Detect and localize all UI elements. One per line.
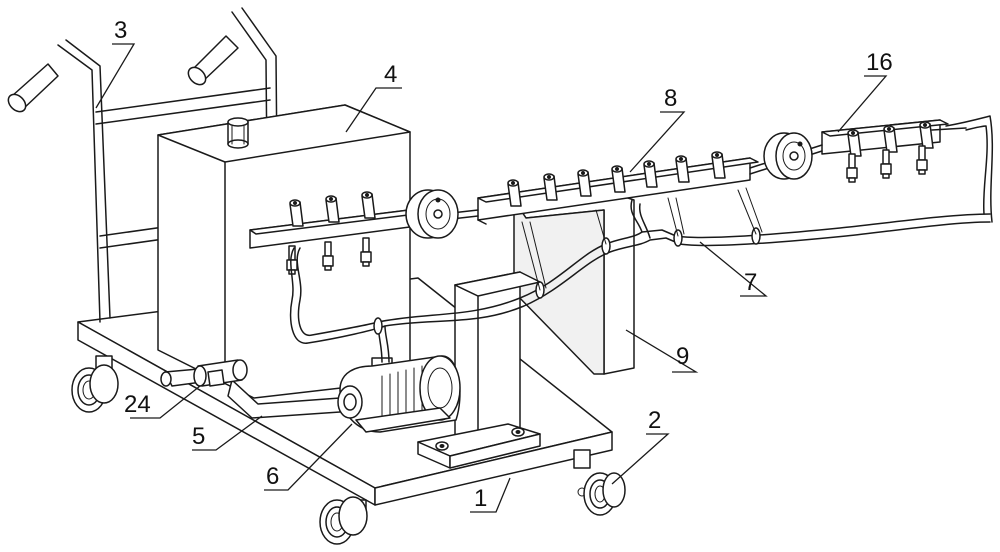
push-handle-frame (7, 7, 279, 323)
leader-4 (345, 87, 402, 133)
callout-2: 2 (648, 407, 661, 434)
nozzle (325, 195, 340, 223)
hinge-pulley-left (405, 189, 459, 239)
nozzles-lower (286, 145, 928, 275)
leader-16 (837, 75, 888, 133)
nozzle (289, 199, 304, 227)
callout-6: 6 (266, 463, 279, 490)
nozzle (880, 149, 892, 179)
nozzle (507, 179, 522, 207)
valve (193, 359, 248, 387)
nozzle (543, 173, 558, 201)
leader-5 (192, 415, 263, 451)
nozzle (916, 145, 928, 175)
leader-24 (130, 385, 201, 419)
caster-wheel-front-right (319, 496, 368, 545)
caster-wheel-rear-right (573, 449, 626, 516)
nozzle (847, 129, 862, 157)
leader-8 (629, 111, 686, 173)
nozzle (846, 153, 858, 183)
support-post (417, 271, 541, 469)
caster-wheel-front-left (71, 355, 119, 413)
nozzle (611, 165, 626, 193)
leader-9 (625, 329, 699, 373)
hinge-pulley-right (763, 132, 813, 180)
water-tank (157, 104, 411, 399)
nozzle (883, 125, 898, 153)
callout-numbers: 3 4 16 8 7 9 2 1 24 5 6 (114, 17, 893, 512)
nozzle (361, 191, 376, 219)
callout-8: 8 (664, 85, 677, 112)
nozzle (919, 121, 934, 149)
callout-4: 4 (384, 61, 397, 88)
leader-6 (264, 423, 353, 491)
nozzles-upper (289, 121, 934, 227)
nozzle (286, 245, 298, 275)
leader-2 (611, 433, 670, 485)
callout-3: 3 (114, 17, 127, 44)
left-grip (7, 63, 59, 113)
nozzle (675, 155, 690, 183)
tank-filler-cap (227, 117, 249, 149)
callout-5: 5 (192, 423, 205, 450)
nozzle (322, 241, 334, 271)
callout-16: 16 (866, 49, 893, 76)
callout-9: 9 (676, 343, 689, 370)
right-grip (187, 35, 239, 86)
callout-1: 1 (474, 485, 487, 512)
hoses (289, 115, 994, 363)
leader-1 (470, 477, 511, 513)
nozzle (643, 160, 658, 188)
nozzle (360, 237, 372, 267)
nozzle (711, 151, 726, 179)
pump (337, 355, 461, 433)
callout-7: 7 (744, 269, 757, 296)
callout-leaders (95, 43, 888, 513)
leader-3 (95, 43, 136, 109)
callout-24: 24 (124, 391, 151, 418)
nozzle (577, 169, 592, 197)
leader-7 (699, 241, 768, 297)
